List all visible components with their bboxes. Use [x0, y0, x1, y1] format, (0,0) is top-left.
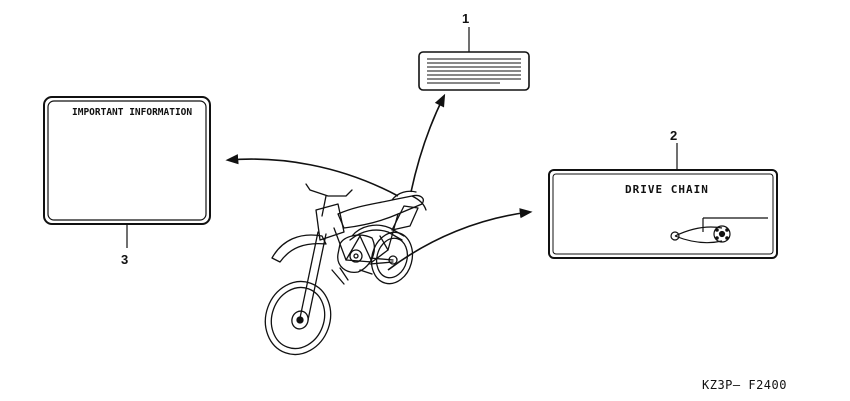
arrow-to-label-2 — [387, 208, 533, 271]
drive-chain-title: DRIVE CHAIN — [625, 183, 709, 196]
callout-number-1: 1 — [462, 11, 469, 26]
arrow-to-label-3 — [225, 154, 399, 197]
diagram-code: KZ3P— F2400 — [702, 378, 787, 392]
important-information-label[interactable]: IMPORTANT INFORMATION — [43, 96, 211, 225]
important-information-title: IMPORTANT INFORMATION — [72, 107, 192, 118]
chain-diagram-icon — [670, 217, 768, 244]
top-warning-label[interactable] — [418, 51, 530, 91]
arrow-to-label-1 — [410, 93, 446, 193]
drive-chain-label[interactable]: DRIVE CHAIN — [548, 169, 778, 259]
motorcycle-illustration — [264, 183, 427, 356]
callout-number-3: 3 — [121, 252, 128, 267]
callout-number-2: 2 — [670, 128, 677, 143]
